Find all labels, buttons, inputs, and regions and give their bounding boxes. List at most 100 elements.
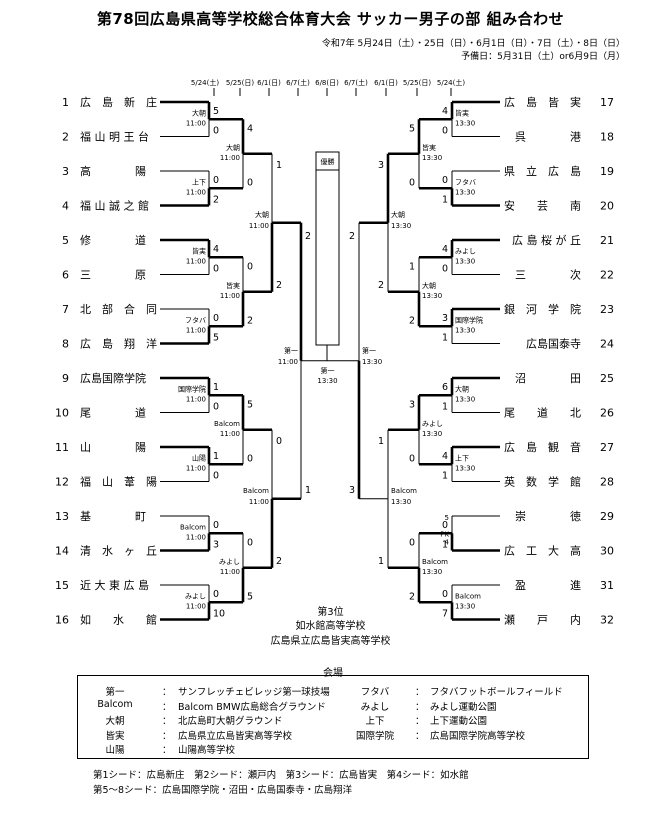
venue-name: みよし運動公園 [430, 701, 497, 713]
third-place-label: 第3位 [317, 607, 344, 618]
match-score: 0 [442, 175, 448, 186]
match-score: 1 [442, 195, 448, 206]
match-score: 2 [305, 231, 311, 242]
team-name: 英 数 学 館 [504, 475, 581, 489]
team-name: 三 原 [80, 269, 146, 282]
team-name: 広 島 観 音 [504, 440, 581, 454]
match-score: 1 [442, 540, 448, 551]
team-seed: 17 [600, 96, 614, 109]
venue-name: Balcom BMW広島総合グラウンド [178, 701, 326, 713]
match-time: 13:30 [391, 222, 411, 230]
match-venue: Balcom [391, 487, 417, 495]
team-seed: 8 [62, 338, 69, 351]
team-seed: 10 [55, 407, 69, 420]
match-time: 13:30 [455, 464, 475, 472]
team-name: 修 道 [80, 233, 146, 247]
match-score: 0 [213, 313, 219, 324]
match-score: 10 [213, 609, 225, 620]
match-time: 13:30 [455, 395, 475, 403]
match-venue: フタバ [185, 315, 206, 324]
team-seed: 28 [600, 476, 614, 489]
match-venue: Balcom [243, 487, 269, 495]
match-score: 1 [213, 382, 219, 393]
match-score: 0 [213, 126, 219, 137]
team-name: 三 次 [515, 268, 581, 282]
match-score: 1 [213, 451, 219, 462]
team-seed: 4 [62, 200, 69, 213]
match-score: 0 [409, 537, 415, 548]
team-name: 安 芸 南 [504, 199, 581, 213]
round-date: 5/24(土) [191, 78, 219, 87]
match-venue: 国際学院 [178, 384, 206, 393]
team-seed: 16 [55, 614, 69, 627]
match-score: 0 [442, 520, 448, 531]
match-venue: Balcom [214, 420, 240, 428]
match-venue: みよし [422, 420, 443, 428]
match-venue: 大朝 [422, 281, 436, 290]
team-name: 広島国際学院 [80, 371, 146, 385]
team-name: 崇 徳 [515, 510, 581, 523]
match-venue: みよし [455, 247, 476, 255]
team-name: 尾 道 [80, 406, 146, 420]
team-seed: 21 [600, 234, 614, 247]
team-name: 北 部 合 同 [80, 302, 157, 316]
venue-name: 広島県立広島皆実高等学校 [178, 730, 293, 742]
match-venue: Balcom [422, 558, 448, 566]
venue-colon: ： [415, 701, 425, 713]
match-score: 4 [213, 244, 219, 255]
match-score: 2 [378, 280, 384, 291]
venue-colon: ： [162, 730, 172, 742]
match-time: 13:30 [422, 154, 442, 162]
team-seed: 7 [62, 303, 69, 316]
venue-name: サンフレッチェビレッジ第一球技場 [178, 687, 330, 698]
match-score: 1 [378, 436, 384, 447]
match-time: 11:00 [220, 568, 240, 576]
match-score: 1 [276, 160, 282, 171]
team-name: 尾 道 北 [504, 406, 581, 420]
match-venue: 皆実 [422, 143, 436, 152]
match-time: 11:00 [186, 533, 206, 541]
match-score: 0 [409, 453, 415, 464]
team-name: 沼 田 [515, 371, 581, 385]
round-date-final: 6/8(日) [315, 79, 339, 87]
match-time: 13:30 [422, 292, 442, 300]
match-venue: みよし [219, 558, 240, 566]
team-seed: 32 [600, 614, 614, 627]
match-score: 3 [213, 540, 219, 551]
match-score: 2 [409, 591, 415, 602]
match-venue: 大朝 [226, 143, 240, 152]
round-date: 6/1(日) [374, 79, 398, 87]
match-score: 0 [247, 537, 253, 548]
venue-code: 上下 [365, 716, 385, 727]
team-seed: 15 [55, 579, 69, 592]
match-score: 2 [247, 315, 253, 326]
match-score: 1 [378, 556, 384, 567]
final-time: 13:30 [317, 377, 337, 385]
match-score: 0 [247, 261, 253, 272]
team-name: 広 島 新 庄 [80, 95, 157, 109]
tournament-bracket: 5/24(土)5/25(日)6/1(日)6/7(土)6/8(日)6/7(土)6/… [55, 78, 614, 627]
match-score: 0 [247, 453, 253, 464]
team-seed: 12 [55, 476, 69, 489]
venue-legend: 会場 第一：サンフレッチェビレッジ第一球技場フタバ：フタバフットボールフィールド… [77, 668, 589, 759]
team-seed: 14 [55, 545, 69, 558]
team-seed: 23 [600, 303, 614, 316]
match-score: 0 [247, 177, 253, 188]
match-score: 0 [213, 471, 219, 482]
round-date: 6/1(日) [257, 79, 281, 87]
team-name: 如 水 館 [80, 613, 157, 627]
match-time: 13:30 [455, 119, 475, 127]
champion-box [315, 151, 340, 346]
team-seed: 6 [62, 269, 69, 282]
venue-code: 大朝 [105, 716, 125, 727]
team-seed: 1 [62, 96, 69, 109]
match-score: 7 [442, 609, 448, 620]
team-seed: 22 [600, 269, 614, 282]
venue-code: Balcom [97, 698, 133, 710]
team-seed: 31 [600, 579, 614, 592]
venue-colon: ： [162, 687, 172, 698]
match-time: 11:00 [220, 292, 240, 300]
team-name: 銀 河 学 院 [504, 302, 581, 316]
venue-colon: ： [162, 716, 172, 727]
dates-line: 令和7年 5月24日（土）・25日（日）・6月1日（日）・7日（土）・8日（日） [321, 39, 625, 49]
